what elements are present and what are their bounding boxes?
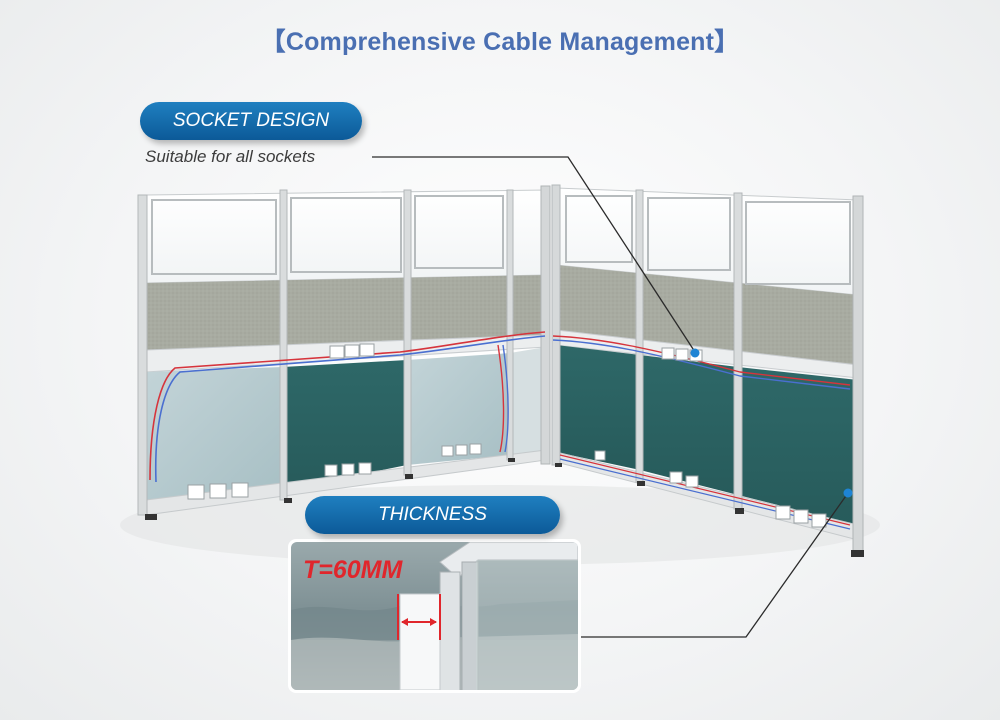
- thickness-label: THICKNESS: [378, 504, 487, 525]
- socket-design-label: SOCKET DESIGN: [172, 110, 330, 131]
- page-title: 【Comprehensive Cable Management】: [260, 28, 740, 56]
- callout-dot-icon: [690, 348, 700, 358]
- socket-caption: Suitable for all sockets: [145, 147, 316, 166]
- socket-design-pill: SOCKET DESIGN: [140, 102, 362, 140]
- callout-dot-icon: [843, 488, 853, 498]
- measure-arrow-icon: [401, 618, 437, 626]
- left-partition-wall: [137, 185, 551, 520]
- right-partition-wall: [551, 184, 864, 557]
- thickness-detail-photo: [288, 539, 581, 693]
- socket-callout-line: [372, 156, 696, 353]
- power-outlet-icon: [187, 343, 482, 500]
- thickness-value: T=60MM: [303, 556, 403, 584]
- thickness-pill: THICKNESS: [305, 496, 560, 534]
- thickness-callout-line: [576, 492, 849, 638]
